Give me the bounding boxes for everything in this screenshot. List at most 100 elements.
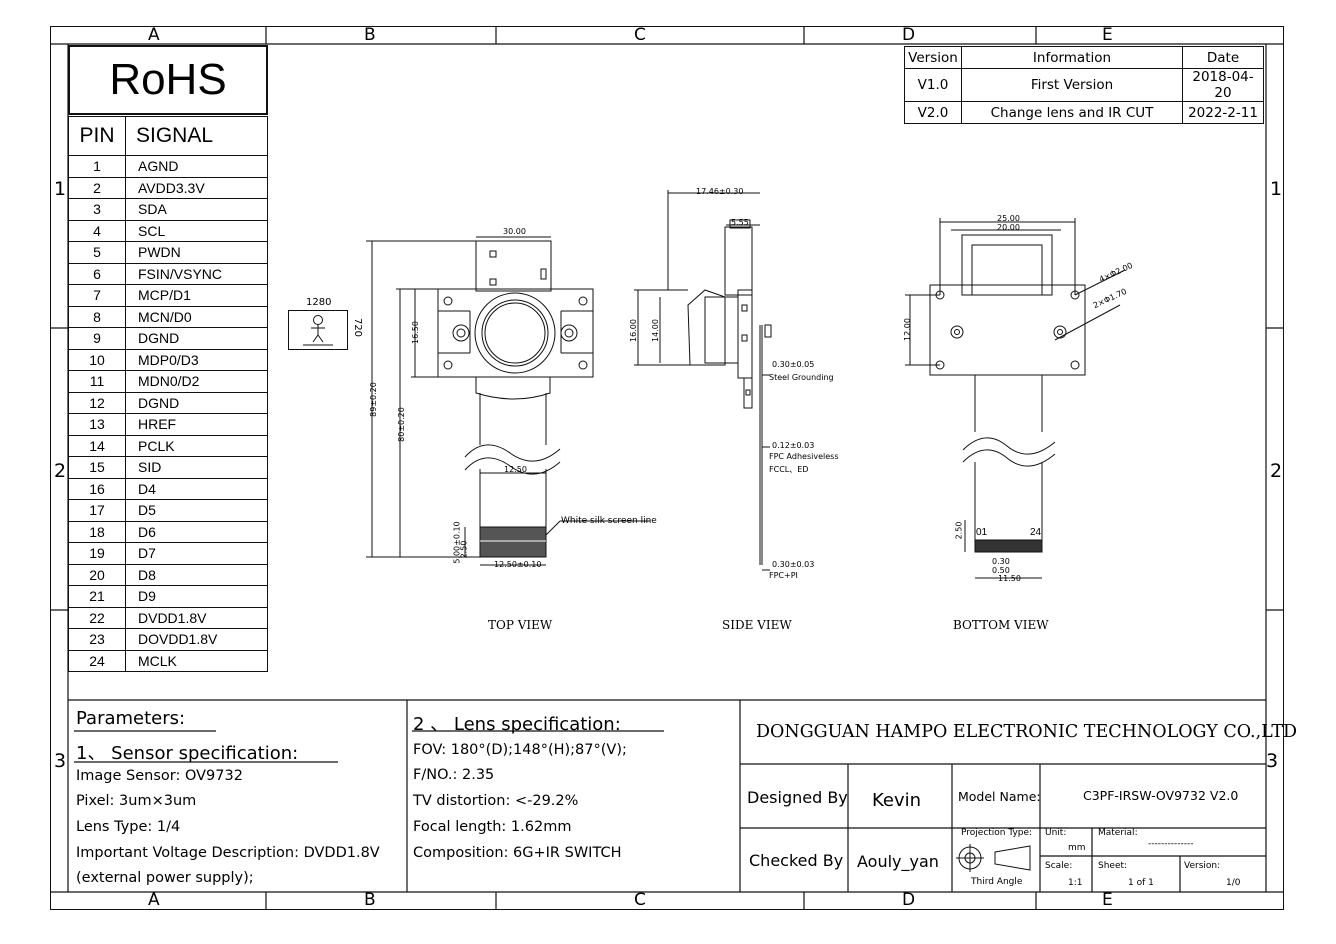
- lens-spec-title: 2 、 Lens specification:: [413, 714, 621, 735]
- pin-signal: MCLK: [125, 649, 268, 672]
- designed-by-label: Designed By: [747, 788, 848, 807]
- pin-signal: HREF: [125, 413, 268, 436]
- tv-distortion: TV distortion: <-29.2%: [413, 793, 579, 809]
- dim-side-fpc2: FCCL、ED: [769, 465, 809, 474]
- version-value: 1/0: [1226, 878, 1241, 888]
- zone-row-3-left: 3: [54, 750, 67, 772]
- bottom-view-label: BOTTOM VIEW: [953, 618, 1049, 632]
- zone-col-a-bottom: A: [148, 890, 160, 910]
- third-angle-projection-icon: [956, 844, 1031, 872]
- pin-signal: DGND: [125, 327, 268, 350]
- zone-col-d-bottom: D: [902, 890, 916, 910]
- voltage-description-2: (external power supply);: [76, 870, 254, 886]
- image-sensor: Image Sensor: OV9732: [76, 768, 243, 784]
- zone-col-d-top: D: [902, 25, 916, 45]
- dim-bot-24: 24: [1030, 527, 1042, 538]
- dim-side-steel: Steel Grounding: [769, 373, 834, 382]
- dim-side-0-30: 0.30±0.05: [772, 360, 815, 369]
- top-view-drawing: [366, 236, 650, 566]
- dim-bot-25: 25.00: [997, 214, 1020, 223]
- dim-side-fpcpi: FPC+PI: [769, 571, 798, 580]
- version-table: Version Information Date V1.0 First Vers…: [904, 46, 1264, 124]
- material-label: Material:: [1098, 828, 1138, 838]
- side-view-drawing: [634, 190, 772, 571]
- unit-value: mm: [1068, 843, 1086, 853]
- zone-col-b-bottom: B: [364, 890, 376, 910]
- bottom-view-drawing: [905, 218, 1126, 579]
- zone-col-e-top: E: [1102, 25, 1113, 45]
- projection-type: Third Angle: [971, 877, 1023, 887]
- version-col-header: Version: [904, 46, 962, 69]
- date-col-header: Date: [1182, 46, 1264, 69]
- signal-header: SIGNAL: [125, 116, 268, 156]
- dim-bot-20: 20.00: [997, 223, 1020, 232]
- side-view-label: SIDE VIEW: [722, 618, 792, 632]
- dim-bot-11-50: 11.50: [998, 574, 1021, 583]
- dim-bot-0-50: 0.50: [992, 566, 1010, 575]
- zone-row-3-right: 3: [1266, 750, 1279, 772]
- designed-by-name: Kevin: [872, 790, 922, 811]
- pin-signal: MCN/D0: [125, 305, 268, 328]
- pin-signal: MDP0/D3: [125, 348, 268, 371]
- zone-col-e-bottom: E: [1102, 890, 1113, 910]
- model-name: C3PF-IRSW-OV9732 V2.0: [1083, 788, 1239, 803]
- zone-row-1-right: 1: [1270, 178, 1283, 200]
- zone-col-a-top: A: [148, 25, 160, 45]
- version-cell: V1.0: [904, 68, 962, 102]
- sheet-label: Sheet:: [1098, 861, 1128, 871]
- pin-signal: MCP/D1: [125, 284, 268, 307]
- pixel-size: Pixel: 3um×3um: [76, 793, 197, 809]
- focal-length: Focal length: 1.62mm: [413, 819, 572, 835]
- checked-by-label: Checked By: [749, 851, 844, 870]
- model-name-label: Model Name:: [958, 789, 1041, 804]
- f-number: F/NO.: 2.35: [413, 767, 495, 783]
- resolution-box: [288, 310, 348, 350]
- dim-bot-01: 01: [976, 527, 988, 538]
- fov: FOV: 180°(D);148°(H);87°(V);: [413, 742, 627, 758]
- zone-col-c-bottom: C: [634, 890, 646, 910]
- resolution-width: 1280: [306, 297, 332, 308]
- dim-side-0-12: 0.12±0.03: [772, 441, 815, 450]
- zone-row-2-right: 2: [1270, 460, 1283, 482]
- lens-type: Lens Type: 1/4: [76, 819, 181, 835]
- scale-value: 1:1: [1068, 878, 1083, 888]
- pin-signal: SDA: [125, 198, 268, 221]
- zone-col-b-top: B: [364, 25, 376, 45]
- unit-label: Unit:: [1045, 828, 1067, 838]
- dim-side-17-46: 17.46±0.30: [696, 187, 744, 196]
- pin-header: PIN: [68, 116, 126, 156]
- rohs-badge: RoHS: [68, 45, 268, 115]
- pin-signal: DOVDD1.8V: [125, 628, 268, 651]
- checked-by-name: Aouly_yan: [857, 852, 939, 871]
- version-cell: V2.0: [904, 101, 962, 124]
- zone-row-1-left: 1: [54, 178, 67, 200]
- lens-composition: Composition: 6G+IR SWITCH: [413, 845, 622, 861]
- silk-screen-note: White silk screen line: [561, 516, 657, 526]
- dim-side-0-30b: 0.30±0.03: [772, 560, 815, 569]
- sensor-spec-title: 1、 Sensor specification:: [76, 743, 299, 764]
- version-label: Version:: [1184, 861, 1221, 871]
- stick-figure-icon: [303, 315, 333, 346]
- scale-label: Scale:: [1045, 861, 1073, 871]
- dim-top-12-50-tol: 12.50±0.10: [494, 560, 542, 569]
- top-view-label: TOP VIEW: [488, 618, 553, 632]
- pin-table-header: PIN SIGNAL: [68, 116, 268, 156]
- version-row: V2.0 Change lens and IR CUT 2022-2-11: [904, 101, 1264, 124]
- voltage-description: Important Voltage Description: DVDD1.8V: [76, 845, 380, 861]
